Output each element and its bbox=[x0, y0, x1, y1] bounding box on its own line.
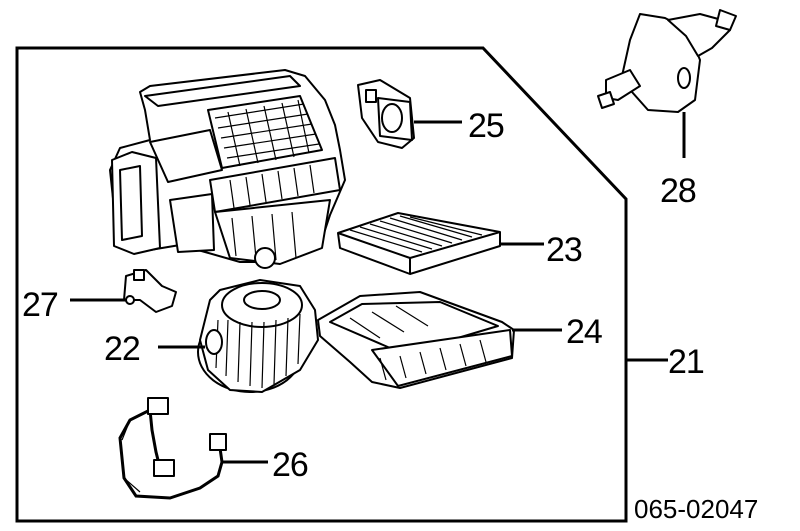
callout-21: 21 bbox=[668, 343, 704, 381]
callout-23: 23 bbox=[546, 231, 582, 269]
callout-28: 28 bbox=[660, 172, 696, 210]
callout-27: 27 bbox=[22, 286, 58, 324]
part-28-resistor bbox=[597, 9, 737, 158]
part-25-actuator bbox=[357, 79, 462, 149]
part-27-bracket bbox=[70, 269, 177, 313]
part-26-wire-harness bbox=[118, 397, 268, 500]
part-23-air-filter bbox=[337, 212, 544, 275]
heater-unit-housing bbox=[109, 69, 346, 269]
diagram-code: 065-02047 bbox=[634, 494, 758, 524]
part-24-case bbox=[317, 291, 562, 389]
callout-22: 22 bbox=[104, 330, 140, 368]
part-22-blower-motor bbox=[158, 279, 319, 393]
callout-26: 26 bbox=[272, 446, 308, 484]
callout-25: 25 bbox=[468, 107, 504, 145]
callout-24: 24 bbox=[566, 313, 602, 351]
